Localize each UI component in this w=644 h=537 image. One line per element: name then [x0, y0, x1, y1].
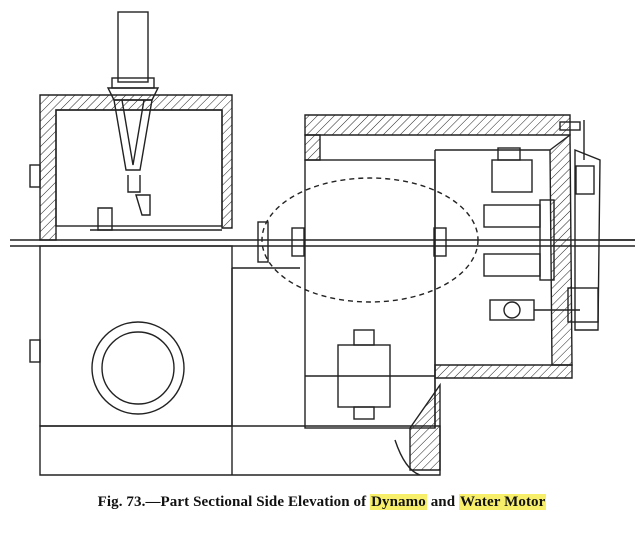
- nozzle-cone: [113, 99, 153, 193]
- water-inlet-pipe: [106, 11, 160, 101]
- caption-prefix: Fig. 73.—Part Sectional Side Elevation o…: [97, 494, 371, 510]
- motor-pedestal: [39, 245, 300, 427]
- coupling-outline: [257, 177, 479, 303]
- brush-gear: [483, 147, 580, 321]
- wheel-bucket: [90, 194, 222, 231]
- figure-caption: Fig. 73.—Part Sectional Side Elevation o…: [0, 494, 644, 511]
- base-plate: [39, 425, 441, 476]
- caption-highlight-water-motor: Water Motor: [459, 494, 547, 510]
- caption-highlight-dynamo: Dynamo: [370, 494, 427, 510]
- engineering-drawing: [10, 11, 635, 476]
- main-shaft: [10, 239, 635, 247]
- water-motor-casing: [29, 94, 233, 363]
- dynamo-body: [304, 114, 573, 471]
- field-magnet-block: [337, 329, 391, 420]
- end-bearing: [559, 120, 635, 331]
- caption-middle: and: [426, 494, 460, 510]
